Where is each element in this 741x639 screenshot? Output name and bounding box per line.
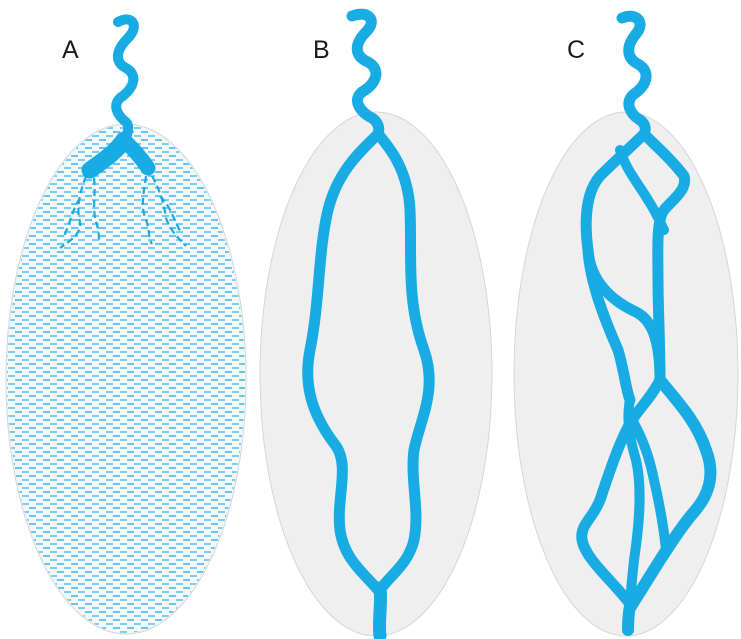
panel-a-feeding-vessel [116, 19, 134, 142]
panel-b-ellipse [260, 112, 492, 636]
panel-a-label: A [62, 36, 79, 64]
panel-b-label: B [313, 36, 330, 64]
panel-b: B [260, 14, 492, 636]
panel-a-dash-fill-offset [7, 125, 245, 633]
panel-c-label: C [567, 36, 585, 64]
panel-c-drainage-vessel [628, 606, 630, 630]
panel-c: C [514, 16, 738, 636]
panel-b-drainage-vessel [379, 588, 380, 636]
panel-a: A [6, 19, 246, 634]
